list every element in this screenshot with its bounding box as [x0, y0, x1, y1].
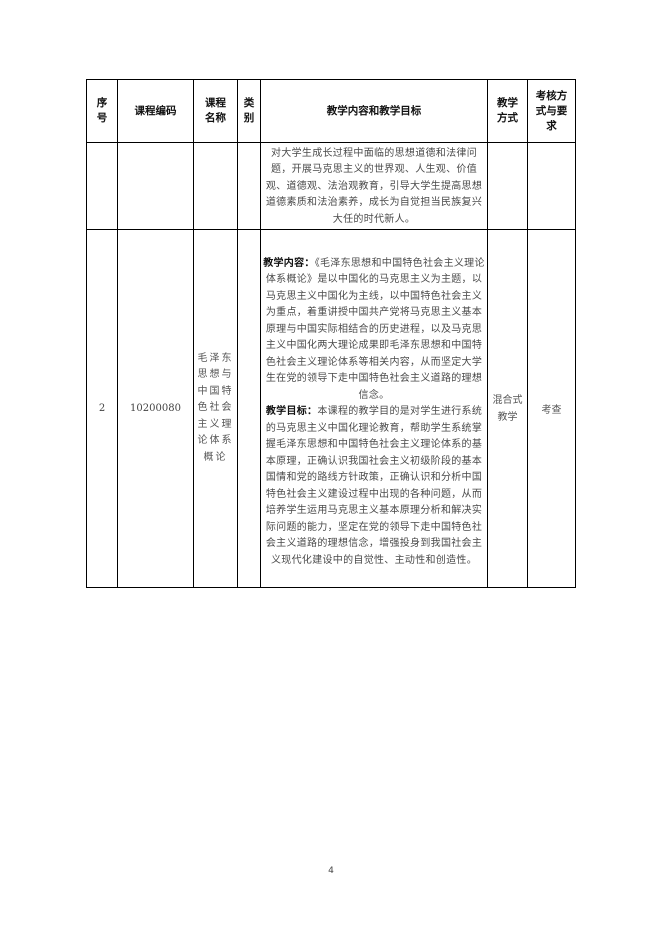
- cell-index: [86, 142, 118, 230]
- goal-text: 本课程的教学目的是对学生进行系统的马克思主义中国化理论教育，帮助学生系统掌握毛泽…: [265, 406, 483, 566]
- goal-label: 教学目标：: [265, 406, 318, 418]
- cell-index: 2: [86, 229, 118, 588]
- cell-method: 混合式教学: [487, 229, 528, 588]
- cell-assessment: [527, 142, 576, 230]
- cell-content: 对大学生成长过程中面临的思想道德和法律问题，开展马克思主义的世界观、人生观、价值…: [260, 142, 488, 230]
- header-content: 教学内容和教学目标: [260, 79, 488, 143]
- header-name: 课程名称: [193, 79, 238, 143]
- cell-content: 教学内容：《毛泽东思想和中国特色社会主义理论体系概论》是以中国化的马克思主义为主…: [260, 229, 488, 588]
- content-text: 《毛泽东思想和中国特色社会主义理论体系概论》是以中国化的马克思主义为主题，以马克…: [265, 257, 485, 401]
- header-category: 类别: [237, 79, 261, 143]
- table-header-row: 序号 课程编码 课程名称 类别 教学内容和教学目标 教学方式 考核方式与要求: [86, 79, 576, 143]
- cell-code: 10200080: [117, 229, 194, 588]
- cell-category: [237, 229, 261, 588]
- cell-category: [237, 142, 261, 230]
- header-method: 教学方式: [487, 79, 528, 143]
- page-number: 4: [328, 866, 334, 876]
- header-assessment: 考核方式与要求: [527, 79, 576, 143]
- table-row-continuation: 对大学生成长过程中面临的思想道德和法律问题，开展马克思主义的世界观、人生观、价值…: [86, 142, 576, 230]
- cell-assessment: 考查: [527, 229, 576, 588]
- cell-name: 毛泽东思想与中国特色社会主义理论体系概论: [193, 229, 238, 588]
- course-table: 序号 课程编码 课程名称 类别 教学内容和教学目标 教学方式 考核方式与要求 对…: [86, 79, 576, 588]
- cell-code: [117, 142, 194, 230]
- header-code: 课程编码: [117, 79, 194, 143]
- content-label: 教学内容：: [263, 257, 315, 269]
- cell-name: [193, 142, 238, 230]
- cell-method: [487, 142, 528, 230]
- header-index: 序号: [86, 79, 118, 143]
- table-row: 2 10200080 毛泽东思想与中国特色社会主义理论体系概论 教学内容：《毛泽…: [86, 229, 576, 588]
